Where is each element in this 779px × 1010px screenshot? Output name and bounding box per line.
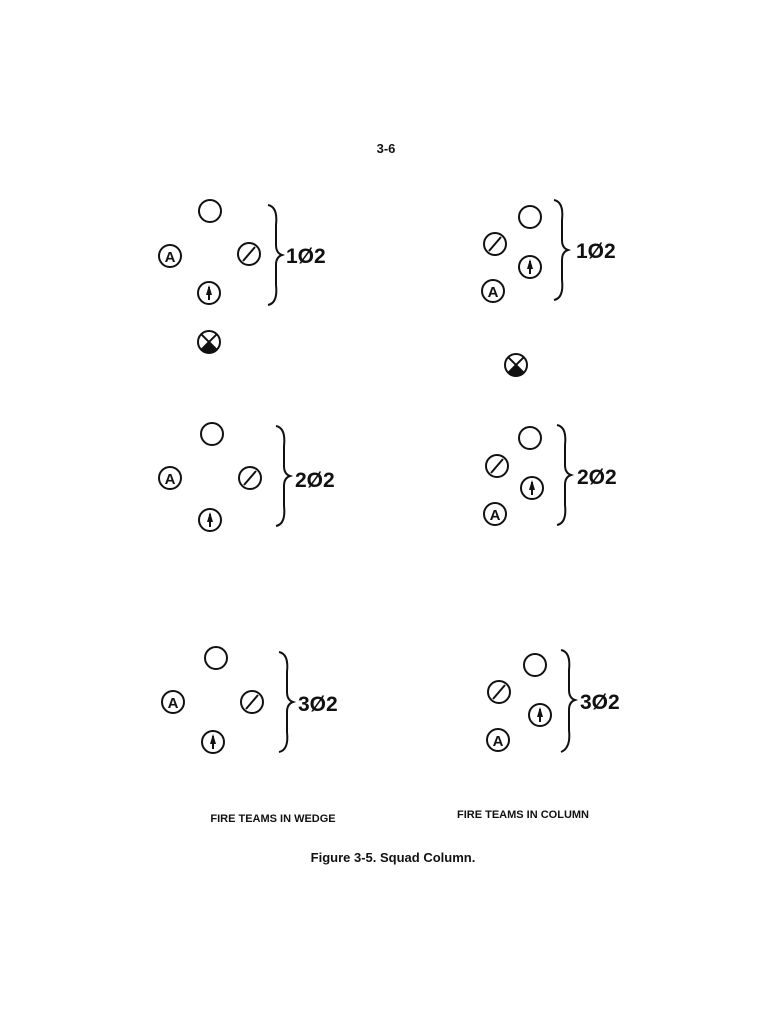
grenadier-icon [487,680,511,704]
brace [560,649,579,753]
grenadier-icon [485,454,509,478]
team-leader-icon [198,199,222,223]
rifleman-icon [197,281,221,305]
team-label: 2Ø2 [577,466,617,489]
rifleman-icon [198,508,222,532]
figure-caption: Figure 3-5. Squad Column. [311,850,476,865]
grenadier-icon [483,232,507,256]
team-leader-icon [200,422,224,446]
grenadier-icon [237,242,261,266]
team-label: 1Ø2 [286,245,326,268]
column-group-3: 3Ø2 [486,649,620,753]
brace [267,204,286,306]
brace [556,424,575,526]
page-number: 3-6 [377,141,396,156]
grenadier-icon [240,690,264,714]
team-leader-icon [204,646,228,670]
column-group-2: 2Ø2 [483,424,617,526]
wedge-group-2: 2Ø2 [158,422,335,532]
rifleman-icon [201,730,225,754]
automatic-rifleman-icon [481,279,505,303]
team-leader-icon [518,205,542,229]
rifleman-icon [528,703,552,727]
squad-leader-icon [504,353,528,378]
automatic-rifleman-icon [158,466,182,490]
grenadier-icon [238,466,262,490]
wedge-caption: FIRE TEAMS IN WEDGE [210,813,335,825]
automatic-rifleman-icon [158,244,182,268]
team-leader-icon [518,426,542,450]
squad-leader-icon [197,330,221,355]
team-label: 2Ø2 [295,469,335,492]
brace [553,199,572,301]
rifleman-icon [520,476,544,500]
automatic-rifleman-icon [161,690,185,714]
automatic-rifleman-icon [483,502,507,526]
team-label: 3Ø2 [580,691,620,714]
team-leader-icon [523,653,547,677]
rifleman-icon [518,255,542,279]
brace [278,651,297,753]
wedge-group-1: 1Ø2 [158,199,326,306]
automatic-rifleman-icon [486,728,510,752]
column-group-1: 1Ø2 [481,199,616,303]
brace [275,425,294,527]
team-label: 1Ø2 [576,240,616,263]
team-label: 3Ø2 [298,693,338,716]
column-caption: FIRE TEAMS IN COLUMN [457,809,589,821]
wedge-group-3: 3Ø2 [161,646,338,754]
